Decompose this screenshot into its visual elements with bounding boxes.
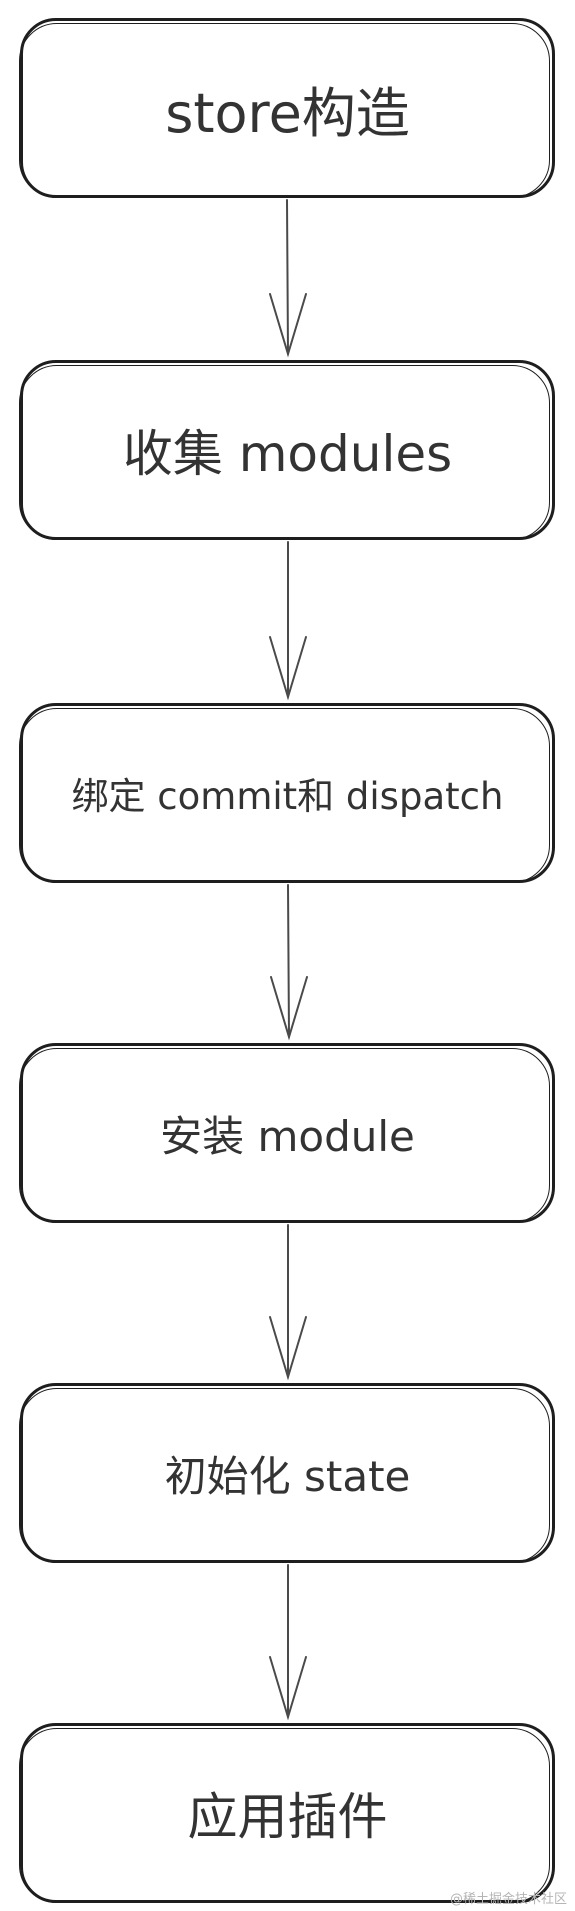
arrow-down-icon <box>269 1224 307 1381</box>
step-label: 安装 module <box>160 1111 415 1161</box>
step-apply-plugins: 应用插件 <box>19 1723 555 1903</box>
arrow-down-icon <box>269 1564 307 1721</box>
step-install-module: 安装 module <box>19 1043 555 1223</box>
step-label: 绑定 commit和 dispatch <box>71 775 504 818</box>
step-init-state: 初始化 state <box>19 1383 555 1563</box>
step-store-construct: store构造 <box>19 18 555 198</box>
arrow-down-icon <box>269 199 307 358</box>
step-collect-modules: 收集 modules <box>19 360 555 540</box>
step-label: 初始化 state <box>164 1451 411 1501</box>
arrow-down-icon <box>270 884 308 1041</box>
watermark: @稀土掘金技术社区 <box>449 1892 567 1907</box>
step-label: 应用插件 <box>187 1788 388 1846</box>
step-label: store构造 <box>165 81 410 145</box>
arrow-down-icon <box>269 541 307 701</box>
step-bind-commit-dispatch: 绑定 commit和 dispatch <box>19 703 555 883</box>
step-label: 收集 modules <box>122 425 453 483</box>
